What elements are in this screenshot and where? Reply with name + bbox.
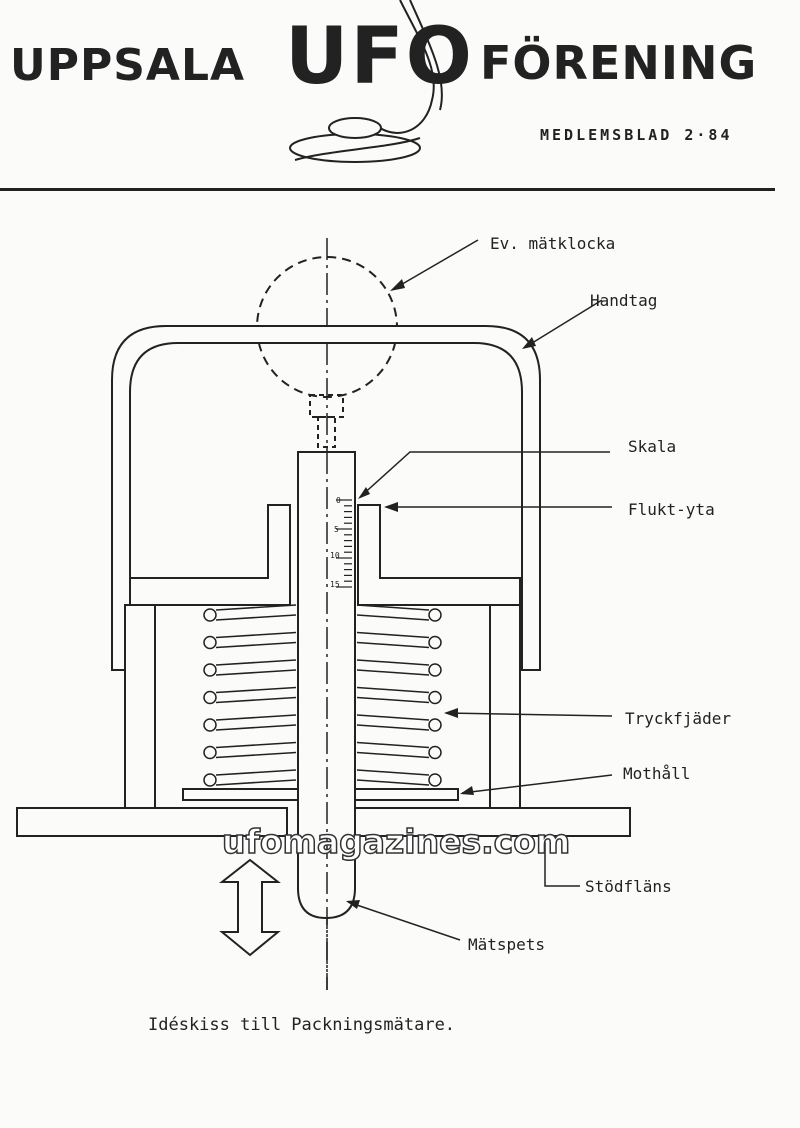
spring-wire [215,741,297,749]
spring-wire [356,604,430,611]
spring-wire [356,659,430,666]
spring-coil [203,690,217,705]
spring-coil [203,773,217,787]
spring-coil [428,608,442,622]
ufo-logo-icon [289,0,443,163]
spring-wire [215,631,297,639]
spring-wire [215,714,297,721]
label-flange: Stödfläns [585,877,672,896]
header-divider [0,188,775,191]
scale-ticks [336,499,352,588]
spring-wire [356,779,430,786]
spring-wire [356,741,430,749]
spring-coil [203,635,217,650]
caption: Idéskiss till Packningsmätare. [148,1015,456,1035]
scale-tick-label: 10 [330,551,340,560]
spring-wire [215,696,297,704]
spring-wire [356,686,430,694]
label-tip: Mätspets [468,935,545,954]
movement-arrow-icon [219,858,281,957]
spring-coil [428,773,442,787]
label-handle: Handtag [590,291,657,310]
spring-wire [356,631,430,639]
spring-wire [215,604,297,611]
measuring-rod [297,451,356,920]
spring-wire [356,751,430,759]
spring-coil [428,690,442,705]
label-scale: Skala [628,437,676,456]
spring-wire [356,669,430,676]
watermark: ufomagazines.com [221,821,571,862]
spring-wire [215,614,297,621]
spring-wire [215,724,297,731]
spring-wire [215,659,297,666]
spring-coil [203,745,217,760]
spring-coil [428,745,442,760]
spring-wire [356,769,430,776]
scale-tick-label: 5 [334,525,339,534]
spring-wire [356,614,430,621]
spring-wire [356,714,430,721]
spring-wire [215,669,297,676]
spring-wire [215,751,297,759]
spring-coil [203,663,217,677]
spring-wire [215,779,297,786]
spring-coil [203,718,217,732]
handle [111,325,541,671]
label-gauge: Ev. mätklocka [490,234,615,253]
label-stop: Mothåll [623,764,690,783]
spring-wire [356,696,430,704]
housing-right [357,504,521,606]
spring-wire [356,724,430,731]
spring-coil [428,635,442,650]
spring-wire [215,641,297,649]
label-spring: Tryckfjäder [625,709,731,728]
scale-tick-label: 0 [336,496,341,505]
housing-left [129,504,291,606]
spring [203,604,442,787]
spring-coil [428,663,442,677]
spring-wire [215,686,297,694]
spring-wire [356,641,430,649]
gauge-connector [309,394,344,418]
scale-tick-label: 15 [330,580,340,589]
spring-wire [215,769,297,776]
spring-coil [203,608,217,622]
spring-coil [428,718,442,732]
flange-right [354,807,631,837]
title-forening: FÖRENING [480,36,758,90]
flange-left [16,807,288,837]
issue-label: MEDLEMSBLAD 2·84 [540,126,733,144]
title-uppsala: UPPSALA [10,40,246,91]
label-flush-surface: Flukt-yta [628,500,715,519]
